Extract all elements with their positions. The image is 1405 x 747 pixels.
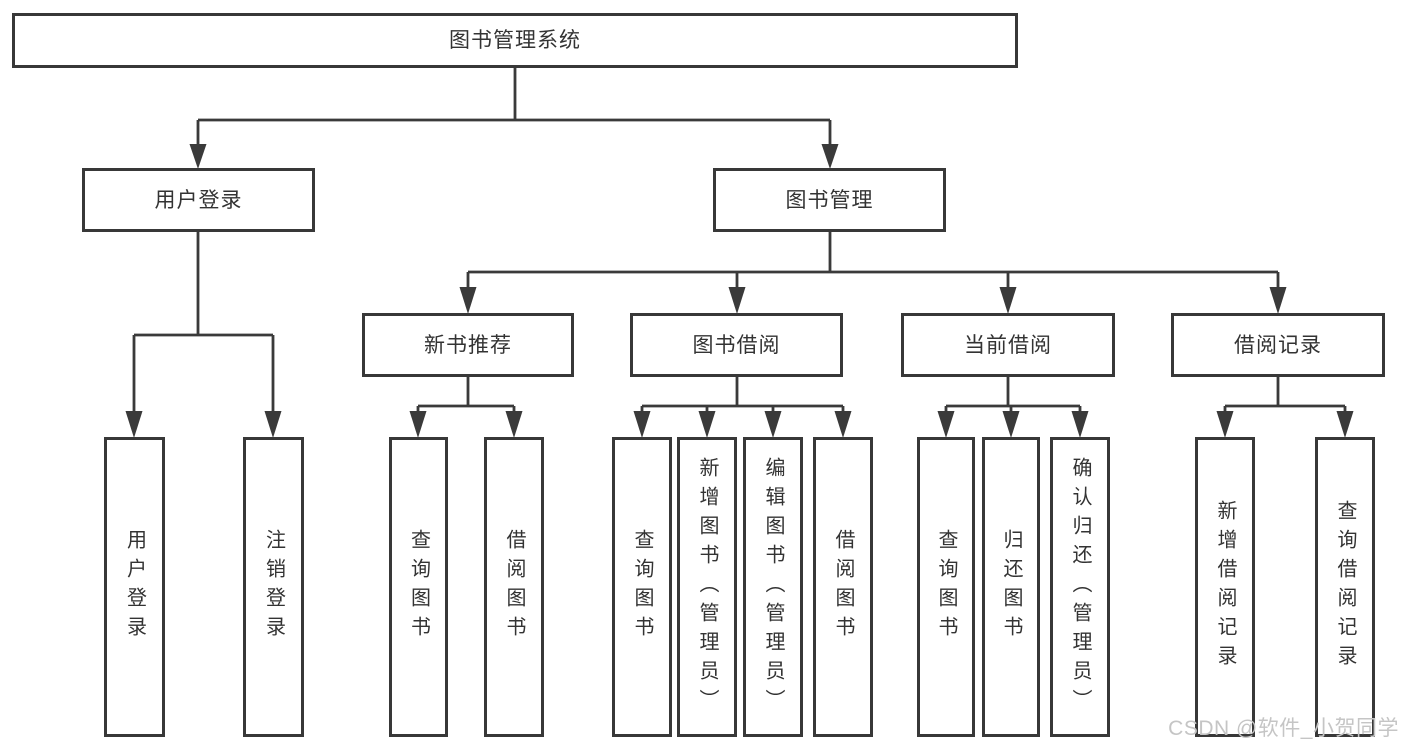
node-leaf-bb-edit-books-admin-label: 编辑图书（管理员） bbox=[762, 456, 784, 718]
node-leaf-bb-borrow-books: 借阅图书 bbox=[813, 437, 873, 737]
connector-book-mgmt-to-level3 bbox=[459, 231, 1287, 314]
node-leaf-br-add-record: 新增借阅记录 bbox=[1195, 437, 1255, 737]
node-leaf-cb-query-books-label: 查询图书 bbox=[935, 529, 957, 645]
connector-user-login-children bbox=[125, 231, 282, 438]
node-user-login: 用户登录 bbox=[82, 168, 315, 232]
node-root: 图书管理系统 bbox=[12, 13, 1018, 68]
node-current-borrow: 当前借阅 bbox=[901, 313, 1115, 377]
node-leaf-bb-borrow-books-label: 借阅图书 bbox=[832, 529, 854, 645]
node-book-borrow: 图书借阅 bbox=[630, 313, 843, 377]
node-leaf-cb-confirm-return-admin-label: 确认归还（管理员） bbox=[1069, 456, 1091, 718]
node-borrow-records: 借阅记录 bbox=[1171, 313, 1385, 377]
node-leaf-user-login-label: 用户登录 bbox=[123, 529, 146, 645]
node-new-books: 新书推荐 bbox=[362, 313, 574, 377]
node-root-label: 图书管理系统 bbox=[449, 29, 581, 52]
node-leaf-bb-edit-books-admin: 编辑图书（管理员） bbox=[743, 437, 803, 737]
node-user-login-label: 用户登录 bbox=[154, 188, 243, 212]
node-leaf-cb-return-books: 归还图书 bbox=[982, 437, 1040, 737]
node-leaf-cb-return-books-label: 归还图书 bbox=[1000, 529, 1022, 645]
node-leaf-nb-query-books: 查询图书 bbox=[389, 437, 448, 737]
node-leaf-nb-query-books-label: 查询图书 bbox=[407, 529, 430, 645]
node-leaf-logout-label: 注销登录 bbox=[262, 529, 285, 645]
node-leaf-cb-query-books: 查询图书 bbox=[917, 437, 975, 737]
node-leaf-bb-query-books: 查询图书 bbox=[612, 437, 672, 737]
watermark: CSDN @软件_小贺同学 bbox=[1168, 717, 1399, 740]
node-leaf-logout: 注销登录 bbox=[243, 437, 304, 737]
node-leaf-br-query-record-label: 查询借阅记录 bbox=[1334, 500, 1356, 674]
connector-new-books-children bbox=[409, 376, 523, 438]
node-current-borrow-label: 当前借阅 bbox=[964, 333, 1052, 357]
node-leaf-nb-borrow-books: 借阅图书 bbox=[484, 437, 544, 737]
connector-book-borrow-children bbox=[633, 376, 852, 438]
node-book-mgmt-label: 图书管理 bbox=[785, 188, 874, 212]
node-leaf-bb-add-books-admin: 新增图书（管理员） bbox=[677, 437, 737, 737]
node-leaf-user-login: 用户登录 bbox=[104, 437, 165, 737]
node-leaf-br-add-record-label: 新增借阅记录 bbox=[1214, 500, 1236, 674]
node-book-borrow-label: 图书借阅 bbox=[692, 333, 781, 357]
node-borrow-records-label: 借阅记录 bbox=[1234, 333, 1322, 357]
node-leaf-bb-add-books-admin-label: 新增图书（管理员） bbox=[696, 456, 718, 718]
node-book-mgmt: 图书管理 bbox=[713, 168, 946, 232]
connector-root-to-level2 bbox=[189, 66, 839, 169]
node-leaf-bb-query-books-label: 查询图书 bbox=[631, 529, 653, 645]
node-leaf-nb-borrow-books-label: 借阅图书 bbox=[503, 529, 525, 645]
node-leaf-cb-confirm-return-admin: 确认归还（管理员） bbox=[1050, 437, 1110, 737]
connector-current-borrow-children bbox=[937, 376, 1089, 438]
node-new-books-label: 新书推荐 bbox=[424, 333, 512, 357]
node-leaf-br-query-record: 查询借阅记录 bbox=[1315, 437, 1375, 737]
connector-borrow-records-children bbox=[1216, 376, 1354, 438]
